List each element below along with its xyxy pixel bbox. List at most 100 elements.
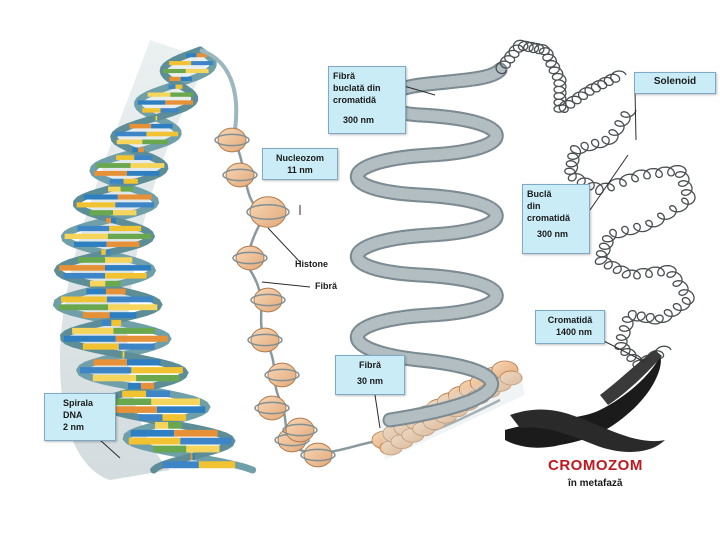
base-pair-half: [116, 155, 135, 161]
base-pair-half: [126, 170, 160, 176]
base-pair-half: [128, 382, 141, 390]
label-line: din: [527, 201, 541, 211]
label-line: 1400 nm: [555, 327, 593, 337]
base-pair-half: [106, 218, 112, 224]
base-pair-half: [162, 414, 187, 421]
nucleosome: [253, 287, 283, 313]
base-pair-half: [59, 265, 106, 271]
base-pair-half: [96, 163, 131, 168]
base-pair-half: [169, 61, 192, 66]
dna-wrap: [232, 251, 268, 265]
label-fiber: Fibră: [315, 281, 338, 291]
base-pair-half: [185, 53, 197, 58]
nucleosome: [267, 362, 297, 388]
dna-wrap: [264, 368, 300, 382]
base-pair-half: [142, 108, 161, 113]
base-pair-half: [109, 178, 124, 184]
base-pair-half: [174, 429, 218, 437]
base-pair-half: [131, 367, 183, 374]
base-pair-half: [151, 398, 201, 406]
base-pair-half: [105, 280, 121, 287]
dna-wrap: [300, 448, 336, 462]
base-pair-half: [122, 390, 147, 398]
dna-base-pairs: [58, 53, 236, 469]
dna-wrap: [246, 204, 290, 220]
base-pair-half: [151, 123, 173, 129]
base-pair-half: [116, 139, 143, 145]
base-pair-half: [63, 335, 116, 342]
base-pair-half: [105, 272, 147, 279]
label-histones: Histone: [295, 259, 329, 269]
base-pair-half: [136, 374, 180, 382]
base-pair-half: [186, 445, 220, 453]
base-pair-half: [77, 225, 110, 232]
base-pair-half: [140, 382, 154, 390]
label-dna-helix: Spirala DNA 2 nm: [44, 393, 116, 441]
base-pair-half: [94, 170, 127, 176]
base-pair-half: [72, 327, 114, 334]
base-pair-half: [142, 139, 168, 145]
base-pair-half: [190, 453, 193, 461]
base-pair-half: [106, 296, 153, 303]
base-pair-half: [117, 194, 152, 200]
base-pair-half: [83, 194, 118, 200]
label-line: 11 nm: [287, 165, 313, 175]
base-pair-half: [121, 351, 123, 358]
base-pair-half: [156, 406, 206, 413]
chromosome-subtitle: în metafază: [568, 478, 623, 489]
label-line: Cromatidă: [547, 315, 593, 325]
label-line: buclată din: [333, 83, 381, 93]
base-pair-half: [132, 147, 139, 153]
base-pair-half: [146, 390, 171, 398]
base-pair-half: [111, 320, 122, 326]
base-pair-half: [93, 359, 127, 366]
base-pair-half: [108, 304, 158, 311]
base-pair-half: [106, 288, 126, 295]
base-pair-half: [76, 202, 116, 208]
base-pair-half: [168, 84, 176, 89]
base-pair-half: [128, 437, 181, 445]
base-pair-half: [92, 374, 137, 382]
base-pair-half: [160, 108, 179, 113]
label-solenoid: Solenoid: [634, 72, 716, 94]
label-line: 30 nm: [356, 376, 383, 386]
base-pair-half: [198, 461, 236, 469]
base-pair-half: [108, 406, 157, 413]
base-pair-half: [89, 280, 106, 287]
dna-wrap: [222, 168, 258, 182]
base-pair-half: [165, 100, 194, 105]
base-pair-half: [122, 351, 125, 358]
base-pair-half: [107, 233, 152, 240]
nucleosome: [235, 245, 265, 271]
base-pair-half: [82, 343, 119, 350]
base-pair-half: [105, 265, 151, 271]
base-pair-half: [118, 343, 155, 350]
chromosome-title: CROMOZOM: [548, 457, 643, 474]
base-pair-half: [82, 312, 110, 319]
base-pair-half: [79, 367, 132, 374]
base-pair-half: [169, 76, 181, 81]
dna-wrap: [254, 401, 290, 415]
base-pair-half: [130, 163, 165, 168]
base-pair-half: [123, 178, 138, 184]
nucleosome: [257, 395, 287, 421]
fiber-bead: [499, 370, 523, 386]
base-pair-half: [115, 335, 168, 342]
dna-wrap: [250, 293, 286, 307]
dna-wrap: [214, 133, 250, 147]
base-pair-half: [113, 210, 137, 216]
label-line: Fibră: [358, 360, 381, 370]
dna-wrap: [282, 423, 318, 437]
base-pair-half: [155, 116, 158, 121]
label-line: Buclă: [527, 189, 552, 199]
base-pair-half: [170, 92, 194, 97]
base-pair-half: [105, 249, 111, 255]
base-pair-half: [154, 422, 169, 429]
nucleosome: [303, 442, 333, 468]
base-pair-half: [58, 304, 109, 311]
dna-strand-connector: [199, 48, 239, 131]
solenoid-turn: [564, 109, 696, 369]
base-pair-half: [180, 437, 232, 445]
